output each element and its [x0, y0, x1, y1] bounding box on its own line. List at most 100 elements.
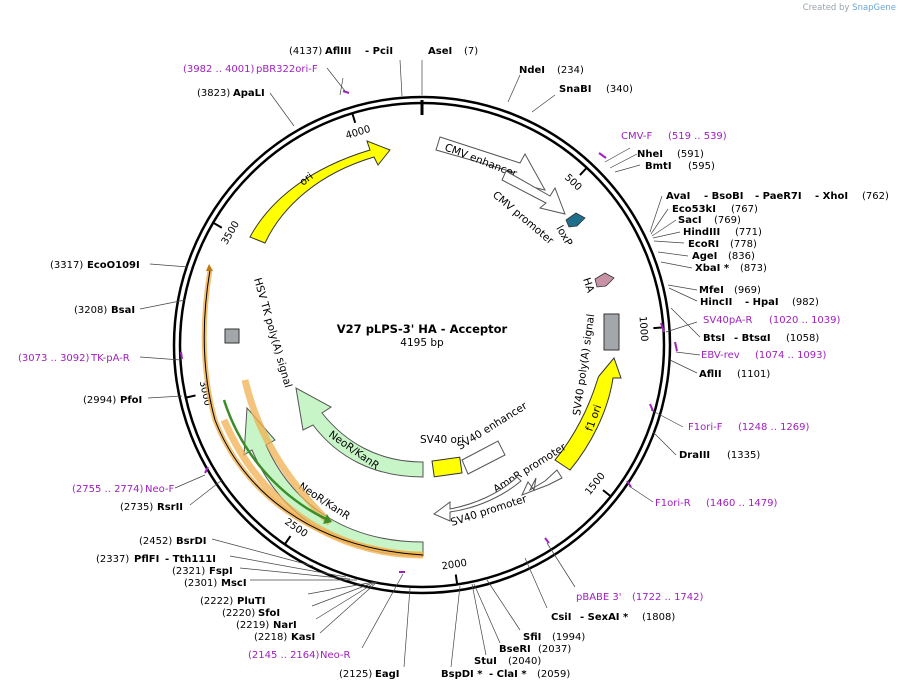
enzyme-bspDI[interactable]: BspDI * — [441, 669, 483, 680]
enzyme-avaI[interactable]: AvaI — [666, 191, 690, 202]
enzyme-pos-apaLI: (3823) — [197, 88, 230, 99]
enzyme-pluTI[interactable]: PluTI — [237, 596, 265, 607]
enzyme-rsrII[interactable]: RsrII — [157, 502, 183, 513]
enzyme-paer7I[interactable]: - PaeR7I — [755, 191, 802, 202]
feature-f1-ori[interactable] — [554, 357, 622, 471]
enzyme-pos-btsaI: (1058) — [786, 333, 819, 344]
enzyme-narI[interactable]: NarI — [273, 620, 297, 631]
feature-sv40-ori[interactable] — [431, 456, 463, 478]
enzyme-mfeI[interactable]: MfeI — [699, 285, 724, 296]
primer-neo-r[interactable]: Neo-R — [320, 650, 351, 661]
enzyme-claI[interactable]: - ClaI * — [489, 669, 527, 680]
enzyme-sfoI[interactable]: SfoI — [258, 608, 280, 619]
enzyme-bmtI[interactable]: BmtI — [645, 161, 672, 172]
feature-sv40-polya[interactable] — [603, 313, 620, 351]
primer-cmv-f[interactable]: CMV-F — [621, 131, 652, 142]
feature-ha[interactable] — [594, 272, 615, 288]
enzyme-pos-sfiI: (1994) — [552, 632, 585, 643]
enzyme-aflII[interactable]: AflII — [699, 369, 722, 380]
primer-range-f1ori-r: (1460 .. 1479) — [706, 498, 778, 509]
enzyme-xhoI[interactable]: - XhoI — [815, 191, 848, 202]
enzyme-stuI[interactable]: StuI — [474, 656, 497, 667]
feature-neor-kanr-inner[interactable] — [295, 387, 424, 478]
feature-cmv-promoter[interactable] — [501, 170, 566, 215]
enzyme-pos-pfoI: (2994) — [83, 395, 116, 406]
enzyme-pos-stuI: (2040) — [508, 656, 541, 667]
enzyme-fspI[interactable]: FspI — [209, 566, 233, 577]
enzyme-draIII[interactable]: DraIII — [679, 450, 710, 461]
enzyme-sacI[interactable]: SacI — [678, 215, 702, 226]
enzyme-pos-kasI: (2218) — [254, 632, 287, 643]
feature-ori[interactable] — [249, 140, 391, 244]
feature-sv40-promoter[interactable] — [433, 476, 522, 522]
enzyme-sfiI[interactable]: SfiI — [523, 632, 541, 643]
enzyme-bsaI[interactable]: BsaI — [111, 305, 135, 316]
tick-label: 4000 — [344, 124, 372, 142]
feature-ampr-promoter[interactable] — [521, 469, 563, 496]
primer-range-neo-f: (2755 .. 2774) — [72, 484, 144, 495]
enzyme-pos-sfoI: (2220) — [222, 608, 255, 619]
orf-outline-left — [241, 379, 333, 526]
enzyme-ndeI[interactable]: NdeI — [519, 65, 545, 76]
enzyme-csiI[interactable]: CsiI — [551, 612, 571, 623]
primer-marks — [180, 90, 678, 573]
enzyme-pfoI[interactable]: PfoI — [120, 395, 142, 406]
feature-sv40-enhancer[interactable] — [461, 440, 506, 475]
enzyme-pos-ecoO109I: (3317) — [50, 260, 83, 271]
enzyme-snabI[interactable]: SnaBI — [559, 84, 591, 95]
primer-range-pbr322: (3982 .. 4001) — [183, 64, 255, 75]
tick-mark — [212, 221, 223, 229]
primer-range-neo-r: (2145 .. 2164) — [248, 650, 320, 661]
enzyme-pflFI[interactable]: PflFI — [134, 554, 159, 565]
orf-green-neo — [222, 399, 329, 522]
enzyme-eco53kI[interactable]: Eco53kI — [672, 204, 716, 215]
enzyme-apaLI[interactable]: ApaLI — [233, 88, 265, 99]
primer-pbabe3[interactable]: pBABE 3' — [576, 592, 622, 603]
enzyme-hincII[interactable]: HincII — [700, 297, 732, 308]
enzyme-hindIII[interactable]: HindIII — [683, 227, 720, 238]
enzyme-bsrDI[interactable]: BsrDI — [176, 536, 207, 547]
enzyme-mscI[interactable]: MscI — [221, 578, 247, 589]
enzyme-bsobI[interactable]: - BsoBI — [704, 191, 743, 202]
plasmid-size: 4195 bp — [400, 337, 444, 349]
enzyme-pos-pluTI: (2222) — [200, 596, 233, 607]
enzyme-eagI[interactable]: EagI — [375, 669, 399, 680]
enzyme-pos-bsrDI: (2452) — [139, 536, 172, 547]
tick-mark — [351, 112, 357, 124]
primer-pbr322ori-f[interactable]: pBR322ori-F — [256, 64, 318, 75]
primer-ebv-rev[interactable]: EBV-rev — [701, 350, 740, 361]
feature-hsv-tk-polya[interactable] — [224, 328, 240, 344]
label-ha: HA — [580, 276, 596, 295]
enzyme-xbaI[interactable]: XbaI * — [695, 263, 730, 274]
primer-sv40pa-r[interactable]: SV40pA-R — [703, 315, 752, 326]
enzyme-btsI[interactable]: BtsI — [703, 333, 725, 344]
enzyme-pos-bsaI: (3208) — [74, 305, 107, 316]
feature-loxp[interactable] — [565, 212, 586, 228]
plasmid-title: V27 pLPS-3' HA - Acceptor — [337, 322, 508, 336]
enzyme-pciI[interactable]: - PciI — [365, 46, 393, 57]
enzyme-kasI[interactable]: KasI — [291, 632, 315, 643]
enzyme-nheI[interactable]: NheI — [637, 149, 663, 160]
primer-neo-f[interactable]: Neo-F — [145, 484, 175, 495]
enzyme-pos-ecoRI: (778) — [730, 239, 757, 250]
enzyme-sexAI[interactable]: - SexAI * — [580, 612, 629, 623]
enzyme-btsaI[interactable]: - BtsαI — [734, 333, 771, 344]
tick-label: 1500 — [583, 471, 608, 498]
enzyme-ageI[interactable]: AgeI — [692, 251, 717, 262]
label-loxp: loxP — [553, 224, 574, 249]
primer-f1ori-r[interactable]: F1ori-R — [655, 498, 691, 509]
enzyme-hpaI[interactable]: - HpaI — [745, 297, 779, 308]
enzyme-pos-mscI: (2301) — [184, 578, 217, 589]
enzyme-aseI[interactable]: AseI — [428, 46, 452, 57]
primer-tk-pa-r[interactable]: TK-pA-R — [90, 353, 130, 364]
primer-range-f1ori-f: (1248 .. 1269) — [738, 422, 810, 433]
enzyme-ecoO109I[interactable]: EcoO109I — [87, 260, 140, 271]
enzyme-ecoRI[interactable]: EcoRI — [688, 239, 719, 250]
primer-f1ori-f[interactable]: F1ori-F — [688, 422, 723, 433]
enzyme-pos-ndeI: (234) — [557, 65, 584, 76]
enzyme-pos-hpaI: (982) — [792, 297, 819, 308]
orf-line-neo — [203, 269, 424, 556]
enzyme-bseRI[interactable]: BseRI — [499, 644, 531, 655]
enzyme-tth111I[interactable]: - Tth111I — [165, 554, 216, 565]
enzyme-aflIII[interactable]: AflIII — [325, 46, 351, 57]
